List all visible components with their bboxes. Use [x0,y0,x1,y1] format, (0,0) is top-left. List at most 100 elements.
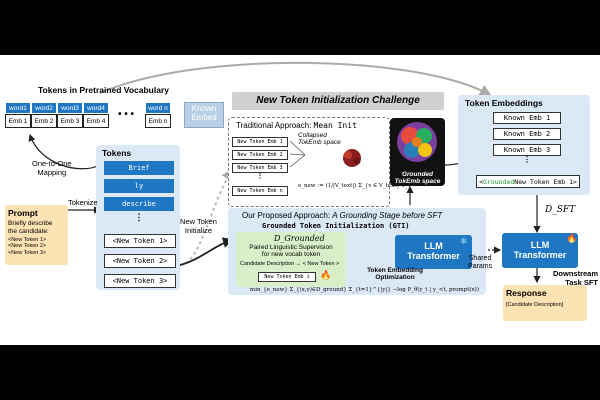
new-token-emb-i: New Token Emb i [258,272,316,282]
grounded-suffix: New Token Emb 1> [514,177,577,186]
prompt-token: <New Token 1> [8,236,47,243]
embeddings-title: Token Embeddings [465,98,543,108]
grounded-prefix: < [479,177,483,186]
traditional-token: New Token Emb n [232,186,288,196]
traditional-token: New Token Emb 1 [232,137,288,147]
proposed-subtitle: Grounded Token Initialization (GTI) [262,222,410,230]
vocab-title: Tokens in Pretrained Vocabulary [38,85,170,95]
opt-label-line: Token Embedding [367,267,423,274]
proposed-title-prefix: Our Proposed Approach: [242,211,333,220]
grounded-new-token-emb: <Grounded New Token Emb 1> [476,175,580,188]
grounded-space-label: Grounded TokEmb space [390,171,445,186]
prompt-token: <New Token 3> [8,249,47,256]
grounded-space-scatter [397,122,437,162]
frozen-llm-box: LLM Transformer [395,235,472,269]
collapsed-line: TokEmb space [298,139,341,147]
known-emb: Known Emb 2 [493,128,561,140]
challenge-banner: New Token Initialization Challenge [232,92,444,110]
embeddings-dots: ⋮ [523,155,531,164]
fire-icon: 🔥 [320,270,332,280]
prompt-token: <New Token 2> [8,243,47,250]
grounded-space-box: Grounded TokEmb space [390,118,445,186]
known-embed-box: Known Embed [184,102,224,128]
llm-label-line: Transformer [407,251,460,261]
vocab-word: word4 [83,102,109,114]
llm-label-line: LLM [424,241,443,252]
optimization-label: Token Embedding Optimization [355,267,435,282]
gti-objective: min_{e_new} Σ_{(x,y)∈D_ground} Σ_{t=1}^{… [250,287,479,293]
new-token-init-label: New Token Initialize [180,217,217,235]
prompt-text: Briefly describe the candidate: [8,220,65,236]
dataset-label: D_Grounded [274,234,325,243]
llm-label-line: LLM [530,239,550,250]
traditional-title-method: Mean Init [313,121,357,130]
vocab-emb: Emb n [145,114,171,128]
shared-params-line: Params [468,263,493,271]
token-item: Brief [104,161,174,175]
prompt-title: Prompt [8,208,38,218]
new-token-item: <New Token 1> [104,234,176,248]
new-token-item: <New Token 3> [104,274,176,288]
downstream-label: Downstream Task SFT [548,269,598,287]
known-embed-line: Known [191,104,217,113]
vocab-word: word n [145,102,171,114]
vocab-table: word1 word2 word3 word4 Emb 1 Emb 2 Emb … [5,102,115,128]
mapping-arrow [28,133,101,170]
grounded-space-line: Grounded [401,171,434,178]
vocab-emb: Emb 1 [5,114,31,128]
opt-label-line: Optimization [375,274,415,282]
vocab-last-column: word n Emb n [145,102,171,128]
init-label-line: New Token [180,217,217,226]
response-text: [Candidate Description] [506,302,564,308]
trained-llm-box: LLM Transformer [502,233,578,268]
vocab-word: word3 [57,102,83,114]
tokenize-label: Tokenize [68,198,98,207]
grounded-space-line: TokEmb space [394,178,441,186]
shared-params-label: Shared Params [468,255,492,271]
mean-init-formula: e_new := (1/|V_text|) Σ_{v ∈ V_text} e_v [298,183,411,189]
collapsed-brackets [290,140,306,168]
traditional-dots: ⋮ [256,173,264,180]
proposed-title-em: A Grounding Stage before SFT [332,211,443,220]
traditional-token: New Token Emb 2 [232,150,288,160]
token-item: describe [104,197,174,211]
vocab-dots: • • • [118,109,135,120]
dataset-desc-line: for new vocab token [261,251,321,259]
collapsed-cluster [343,149,361,167]
token-item: ly [104,179,174,193]
downstream-line: Task SFT [565,277,598,287]
collapsed-label: Collapsed TokEmb space [298,132,341,147]
init-proposed-arrow [179,237,234,266]
tokens-dots: ⋮ [134,212,144,222]
llm-label-line: Transformer [513,249,567,260]
vocab-to-embeddings-arrow [99,61,492,96]
known-embed-line: Embed [191,112,217,122]
prompt-line: the candidate: [8,227,49,235]
diagram-canvas: Tokens in Pretrained Vocabulary word1 wo… [0,55,600,345]
tokens-title: Tokens [102,148,132,158]
vocab-emb: Emb 3 [57,114,83,128]
response-box: Response [Candidate Description] [503,285,587,321]
known-emb: Known Emb 3 [493,144,561,156]
downstream-line: Downstream [552,269,598,278]
prompt-box: Prompt Briefly describe the candidate: <… [5,205,68,265]
traditional-token: New Token Emb 3 [232,163,288,173]
snowflake-icon: ❄ [460,236,468,246]
mapping-label: One-to-One Mapping [32,159,72,177]
init-label-line: Initialize [184,225,213,235]
dataset-desc: Paired Linguistic Supervision for new vo… [238,244,344,259]
new-token-item: <New Token 2> [104,254,176,268]
vocab-word: word1 [5,102,31,114]
mapping-label-line: One-to-One [32,159,72,168]
shared-params-line: Shared [468,255,492,262]
sft-label: D_SFT [545,205,576,215]
vocab-emb: Emb 2 [31,114,57,128]
traditional-title-prefix: Traditional Approach: [236,121,314,130]
proposed-title: Our Proposed Approach: A Grounding Stage… [242,211,442,220]
mapping-label-line: Mapping [37,167,67,177]
vocab-emb: Emb 4 [83,114,109,128]
traditional-title: Traditional Approach: Mean Init [236,121,357,130]
prompt-tokens: <New Token 1> <New Token 2> <New Token 3… [8,237,65,257]
pair-text: Candidate Description ↔ < New Token > [240,261,340,267]
known-emb: Known Emb 1 [493,112,561,124]
